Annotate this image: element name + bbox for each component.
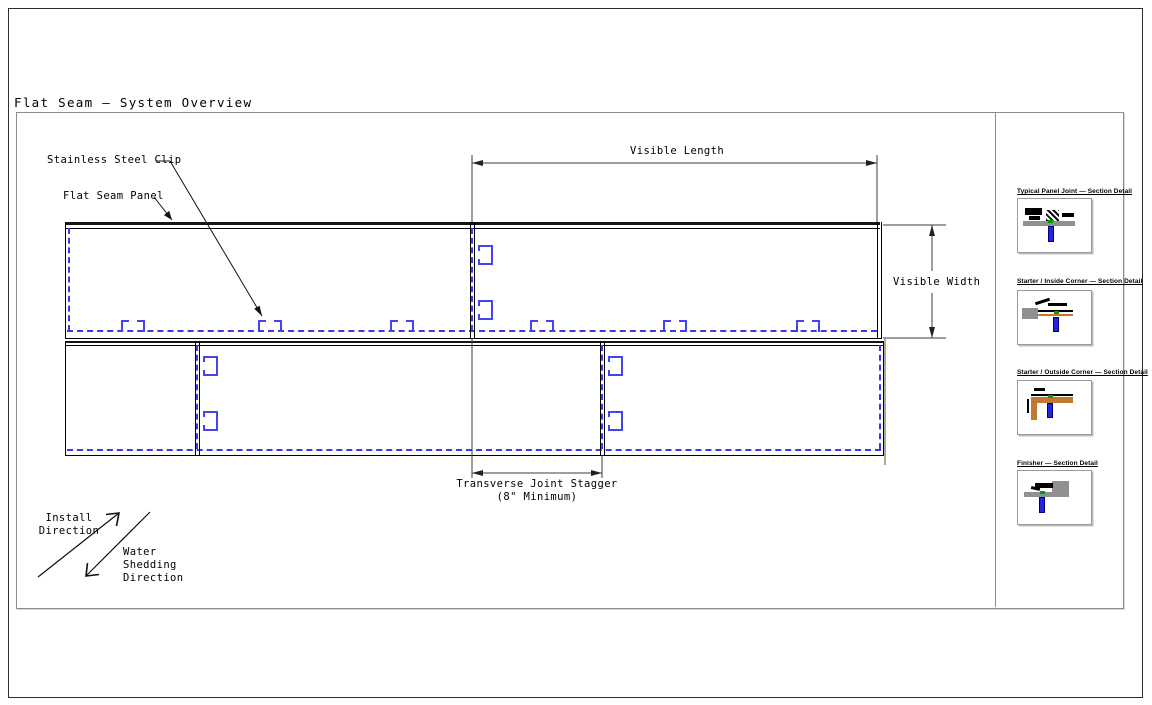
- detail-thumb-starter-inside-corner[interactable]: [1017, 290, 1092, 345]
- dim-visible-length-text: Visible Length: [630, 145, 725, 157]
- hidden-flange-line: [67, 330, 877, 332]
- panel-joint: [198, 341, 200, 455]
- detail-label-typical-panel-joint: Typical Panel Joint — Section Detail: [1017, 188, 1133, 195]
- panel-hook: [1035, 483, 1053, 488]
- panel-profile: [1048, 303, 1067, 306]
- detail-label-starter-outside-corner: Starter / Outside Corner — Section Detai…: [1017, 369, 1148, 376]
- panel-joint: [599, 341, 601, 455]
- panel-joint: [603, 341, 605, 455]
- fastener: [1047, 403, 1053, 418]
- drawing-frame: [16, 112, 1124, 609]
- sealant-dot: [1040, 491, 1045, 494]
- label-stainless-steel-clip: Stainless Steel Clip: [47, 154, 182, 166]
- dim-visible-width-text: Visible Width: [893, 276, 981, 288]
- seam-hatch: [1046, 210, 1059, 221]
- clip-symbol: [663, 320, 687, 332]
- panel-seam-line: [65, 345, 884, 346]
- wood-corner: [1031, 397, 1037, 420]
- panel-profile: [1027, 399, 1029, 413]
- panel-joint: [469, 222, 471, 338]
- blocking-gray: [1022, 308, 1038, 319]
- label-water-shedding-direction: Water Shedding Direction: [123, 546, 184, 585]
- sealant-dot: [1054, 311, 1059, 314]
- clip-symbol: [796, 320, 820, 332]
- panel-edge: [65, 337, 882, 339]
- panel-joint: [474, 222, 475, 338]
- hidden-flange-line: [67, 228, 70, 331]
- page-border: [8, 8, 1143, 698]
- clip-symbol: [478, 300, 493, 320]
- hidden-flange-line: [67, 448, 881, 451]
- panel-profile: [1034, 388, 1045, 391]
- wood-line: [1038, 314, 1073, 316]
- wood-corner: [1031, 397, 1073, 403]
- panel-seam-line: [65, 222, 880, 225]
- hidden-flange-line: [471, 228, 473, 331]
- clip-symbol: [203, 356, 218, 376]
- label-flat-seam-panel: Flat Seam Panel: [63, 190, 164, 202]
- panel-edge: [881, 222, 882, 338]
- clip-symbol: [203, 411, 218, 431]
- hidden-flange-line: [195, 345, 198, 449]
- detail-thumb-starter-outside-corner[interactable]: [1017, 380, 1092, 435]
- panel-joint: [194, 341, 196, 455]
- sealant-dot: [1048, 395, 1053, 398]
- detail-label-finisher: Finisher — Section Detail: [1017, 460, 1098, 467]
- hidden-flange-line: [600, 345, 603, 449]
- fastener: [1039, 497, 1045, 513]
- panel-edge: [65, 222, 66, 338]
- fastener: [1048, 226, 1054, 242]
- clip-symbol: [608, 356, 623, 376]
- detail-thumb-finisher[interactable]: [1017, 470, 1092, 525]
- panel-profile: [1062, 213, 1074, 217]
- substrate-bar: [1024, 492, 1069, 497]
- fastener: [1053, 317, 1059, 332]
- panel-edge: [65, 341, 66, 455]
- panel-seam-line: [65, 341, 884, 343]
- clip-symbol: [530, 320, 554, 332]
- panel-edge: [876, 222, 878, 338]
- dim-stagger-text: Transverse Joint Stagger (8" Minimum): [456, 478, 618, 504]
- detail-label-starter-inside-corner: Starter / Inside Corner — Section Detail: [1017, 278, 1143, 285]
- label-install-direction: Install Direction: [38, 512, 100, 538]
- clip-symbol: [478, 245, 493, 265]
- detail-thumb-typical-panel-joint[interactable]: [1017, 198, 1092, 253]
- panel-edge: [883, 341, 884, 455]
- blocking-gray: [1052, 481, 1069, 493]
- panel-profile: [1025, 208, 1042, 215]
- clip-symbol: [608, 411, 623, 431]
- panel-edge: [65, 454, 884, 456]
- sidebar-divider: [995, 112, 996, 607]
- clip-symbol: [390, 320, 414, 332]
- hidden-flange-line: [879, 345, 881, 449]
- panel-profile: [1029, 216, 1040, 220]
- sealant-dot: [1048, 220, 1053, 223]
- clip-symbol: [121, 320, 145, 332]
- clip-symbol: [258, 320, 282, 332]
- page-title: Flat Seam — System Overview: [14, 95, 253, 110]
- substrate-bar: [1023, 221, 1075, 226]
